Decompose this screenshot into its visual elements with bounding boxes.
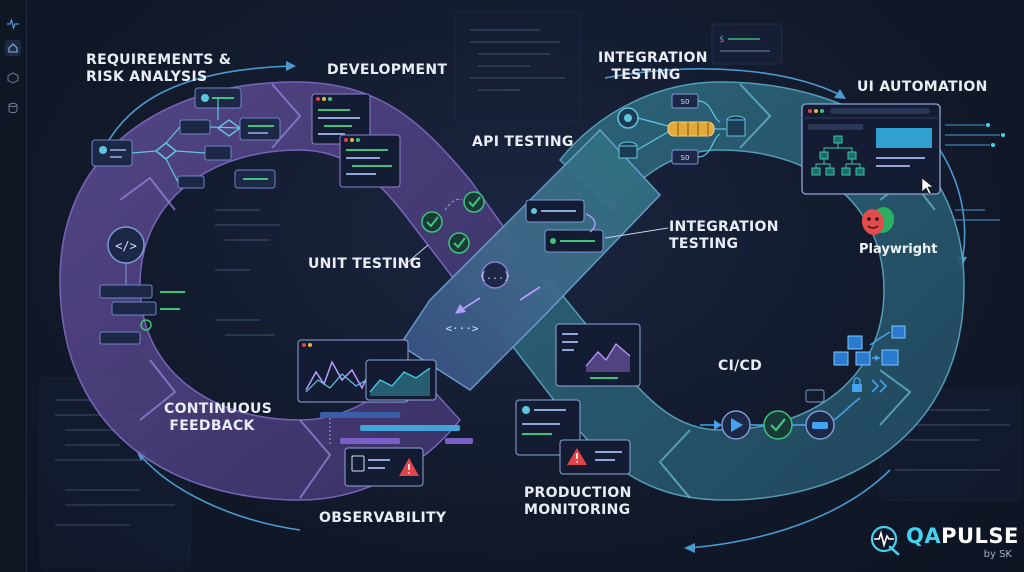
label-unit-testing: UNIT TESTING (308, 256, 422, 272)
label-requirements-text: REQUIREMENTS & RISK ANALYSIS (86, 52, 232, 85)
shell-prompt: $ (719, 35, 724, 45)
logo-pulse: PULSE (941, 524, 1019, 548)
lock-icon (852, 377, 862, 392)
label-development: DEVELOPMENT (327, 62, 448, 78)
integration-badge: S0 (681, 154, 690, 162)
label-observability: OBSERVABILITY (319, 510, 447, 526)
pulse-icon[interactable] (5, 16, 21, 32)
unit-testing-checks (421, 191, 485, 254)
logo-qa: QA (906, 524, 942, 548)
svg-text:</>: </> (115, 239, 137, 253)
shell-panel: $ (711, 23, 783, 65)
drama-mask-icon (861, 207, 895, 235)
deploy-cubes (833, 325, 906, 366)
label-requirements: REQUIREMENTS & RISK ANALYSIS (86, 52, 231, 86)
ui-circuit-lines (945, 124, 1000, 221)
label-production-monitoring: PRODUCTION MONITORING (524, 485, 632, 518)
label-integration-top: INTEGRATION TESTING (598, 50, 708, 83)
check-icon (770, 418, 786, 432)
label-integration-mid: INTEGRATION TESTING (669, 219, 779, 252)
label-api-testing: API TESTING (472, 134, 574, 150)
label-cicd: CI/CD (718, 358, 762, 374)
segment-chevrons (119, 83, 332, 499)
ui-automation-browser (801, 103, 941, 195)
database-icon[interactable] (5, 100, 21, 116)
side-rail (0, 0, 27, 572)
code-module-panel: </> (99, 226, 185, 345)
integration-pipeline (617, 93, 746, 165)
cursor-icon (921, 177, 934, 195)
development-code-windows (311, 93, 401, 188)
pulse-logo-icon (870, 525, 900, 556)
integration-badge: S0 (681, 98, 690, 106)
crossing-band (398, 128, 662, 391)
api-brackets-glyph: {...} (480, 271, 510, 282)
logo-wordmark: QAPULSE (906, 524, 1019, 548)
observability-dashboards (297, 339, 473, 487)
production-monitoring-panels (515, 323, 641, 475)
cube-icon[interactable] (5, 70, 21, 86)
home-icon[interactable] (5, 40, 21, 56)
background-code-panels (39, 11, 1021, 569)
label-continuous-feedback: CONTINUOUS FEEDBACK (164, 401, 273, 434)
cicd-pipeline (700, 325, 906, 440)
play-icon (731, 418, 743, 432)
requirements-flowchart (91, 87, 281, 189)
label-ui-automation: UI AUTOMATION (857, 79, 988, 95)
logo-byline: by SK (983, 549, 1012, 560)
qapulse-logo: QAPULSE by SK (866, 518, 1019, 566)
outer-flow-arrows (94, 65, 966, 549)
dots-glyph: <···> (445, 322, 478, 335)
api-testing-panels: {...} <···> (407, 199, 669, 335)
playwright-label: Playwright (859, 242, 938, 257)
